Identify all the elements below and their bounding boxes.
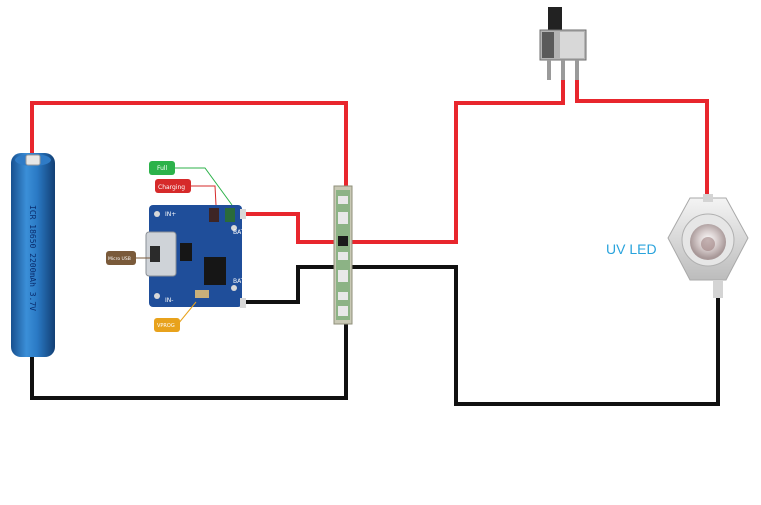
- callout-micro-usb: Micro USB: [106, 251, 136, 265]
- callout-vpro: VPROG: [154, 318, 180, 332]
- pin-bat-plus: BAT+: [233, 229, 249, 236]
- callout-full-label: Full: [157, 165, 168, 172]
- callout-full: Full: [149, 161, 175, 175]
- micro-usb-connector: [145, 231, 177, 277]
- wire-switch-to-led: [575, 75, 709, 200]
- battery-icon: ICR 18650 2200mAh 3.7V: [11, 153, 55, 357]
- led-label: UV LED: [606, 241, 657, 257]
- protection-board-icon: [333, 185, 353, 325]
- wire-battery-positive: [30, 101, 348, 190]
- wire-battery-negative: [30, 322, 348, 400]
- wires: [30, 75, 720, 406]
- callout-charging-label: Charging: [158, 184, 185, 191]
- pin-bat-minus: BAT-: [233, 278, 246, 285]
- slide-switch-icon: [539, 7, 587, 80]
- battery-label: ICR 18650 2200mAh 3.7V: [28, 205, 37, 311]
- pin-in-plus: IN+: [165, 211, 176, 218]
- wire-charger-to-switch: [240, 75, 565, 244]
- callout-leaders: [136, 167, 233, 325]
- callout-vpro-label: VPROG: [157, 323, 175, 329]
- pin-in-minus: IN-: [165, 297, 173, 304]
- charger-module-icon: IN+ IN- BAT+ BAT-: [145, 205, 249, 308]
- callout-micro-usb-label: Micro USB: [108, 256, 131, 262]
- uv-led-icon: [667, 194, 749, 298]
- wire-charger-negative: [240, 265, 720, 406]
- callout-charging: Charging: [155, 179, 191, 193]
